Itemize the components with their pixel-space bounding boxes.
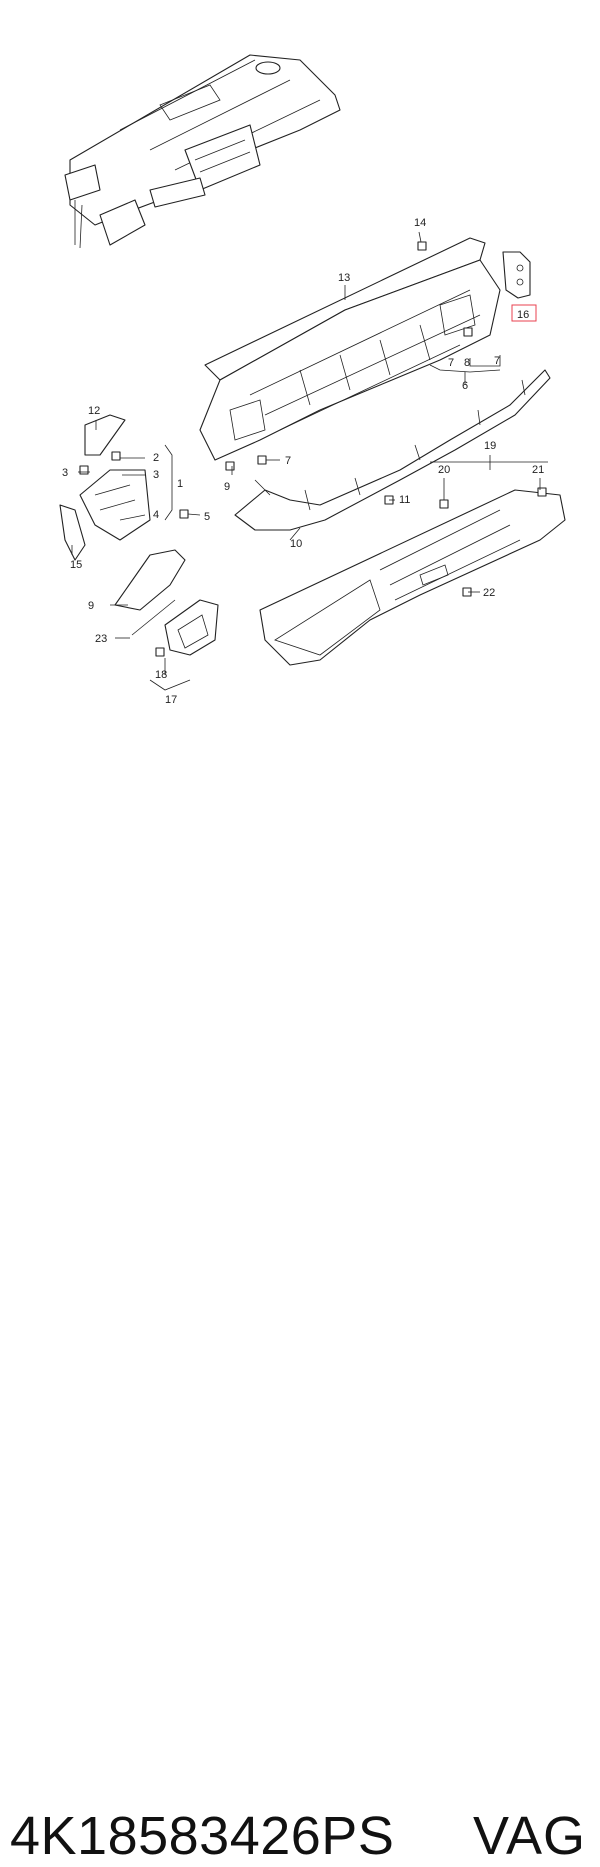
- callout-18-highlight-box: [511, 304, 537, 322]
- callout-17: 15: [70, 559, 82, 571]
- callout-3a: 3: [62, 467, 68, 479]
- brand-label: VAG: [472, 1806, 586, 1866]
- part-number: 4K18583426PS: [10, 1806, 395, 1866]
- callout-7a: 7: [448, 357, 454, 369]
- instrument-panel-carrier: [199, 237, 501, 461]
- exploded-parts-diagram: 14 13 16 7 7 8 6 12 19 2 7 3 3 20 21 1 9…: [59, 54, 566, 706]
- callout-6: 6: [462, 380, 468, 392]
- callout-8: 8: [464, 357, 470, 369]
- callout-9: 7: [494, 355, 500, 367]
- callout-14: 12: [88, 405, 100, 417]
- callout-15: 13: [338, 272, 350, 284]
- callout-2: 2: [153, 452, 159, 464]
- left-side-bracket-assembly: [59, 414, 151, 561]
- callout-1: 1: [177, 478, 183, 490]
- callout-23: 21: [532, 464, 544, 476]
- callout-4: 4: [153, 509, 159, 521]
- callout-16: 14: [414, 217, 426, 229]
- leader-lines: [71, 231, 548, 691]
- callout-11: 9: [88, 600, 94, 612]
- footer-bar: 4K18583426PS VAG: [0, 900, 600, 1866]
- callout-25: 23: [95, 633, 107, 645]
- callout-24: 22: [483, 587, 495, 599]
- side-bracket-18: [502, 251, 531, 299]
- knee-bolster-assembly: [114, 549, 219, 656]
- callout-10: 9: [224, 481, 230, 493]
- dashboard-overview-illustration: [64, 54, 341, 249]
- callout-3b: 3: [153, 469, 159, 481]
- callout-21: 19: [484, 440, 496, 452]
- callout-5: 5: [204, 511, 210, 523]
- callout-20: 18: [155, 669, 167, 681]
- crossbar-strip: [234, 369, 551, 531]
- callout-19: 17: [165, 694, 177, 706]
- callout-22: 20: [438, 464, 450, 476]
- callout-13: 11: [399, 494, 410, 506]
- bolt-16: [417, 241, 427, 251]
- callout-18: 16: [517, 309, 529, 321]
- callout-7b: 7: [285, 455, 291, 467]
- callout-12: 10: [290, 538, 302, 550]
